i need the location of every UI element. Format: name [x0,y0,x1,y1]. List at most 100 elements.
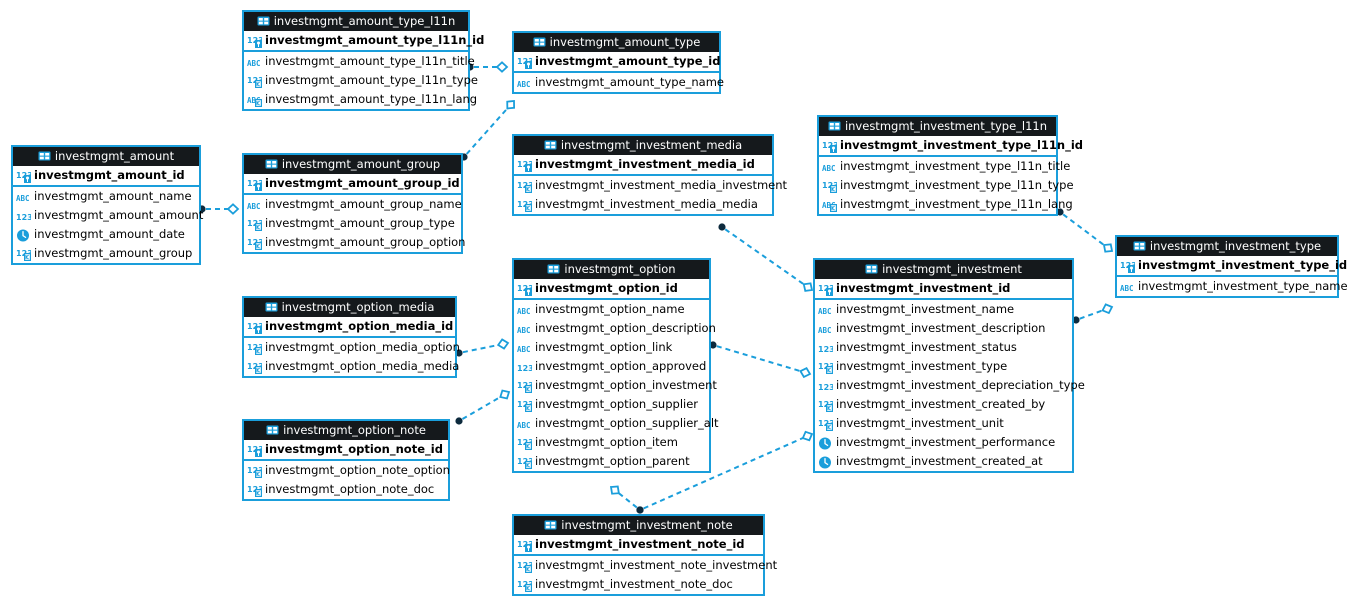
entity-investmgmt_option_media[interactable]: investmgmt_option_media123investmgmt_opt… [242,296,460,378]
entity-investmgmt_amount[interactable]: investmgmt_amount123investmgmt_amount_id… [11,145,203,265]
entity-name: investmgmt_investment [882,262,1022,276]
entity-header-investmgmt_amount_type[interactable]: investmgmt_amount_type [514,33,719,52]
field-label: investmgmt_investment_media_investment [535,178,788,192]
entity-header-investmgmt_amount_group[interactable]: investmgmt_amount_group [244,155,461,174]
attribute-field[interactable]: investmgmt_investment_performance [815,433,1072,452]
field-label: investmgmt_investment_name [836,302,1015,316]
relationship-investmgmt_option_note-to-investmgmt_option[interactable] [455,389,511,425]
field-label: investmgmt_option_description [535,321,716,335]
entity-header-investmgmt_investment[interactable]: investmgmt_investment [815,260,1072,279]
attributes-section: 123investmgmt_option_media_option123inve… [244,338,460,376]
entity-investmgmt_investment_type[interactable]: investmgmt_investment_type123investmgmt_… [1115,235,1348,298]
entity-investmgmt_investment_note[interactable]: investmgmt_investment_note123investmgmt_… [512,514,777,596]
number-icon: 123 [16,209,33,223]
entity-header-investmgmt_option_note[interactable]: investmgmt_option_note [244,421,448,440]
entity-header-investmgmt_amount[interactable]: investmgmt_amount [13,147,199,166]
entity-investmgmt_amount_group[interactable]: investmgmt_amount_group123investmgmt_amo… [242,153,465,254]
relationship-investmgmt_investment-to-investmgmt_investment_type[interactable] [1072,303,1114,324]
entity-header-investmgmt_option_media[interactable]: investmgmt_option_media [244,298,455,317]
entity-investmgmt_amount_type[interactable]: investmgmt_amount_type123investmgmt_amou… [512,31,724,94]
relationship-investmgmt_investment_media-to-investmgmt_investment[interactable] [718,223,814,292]
entity-header-investmgmt_investment_note[interactable]: investmgmt_investment_note [514,516,763,535]
table-icon [544,138,557,157]
entity-investmgmt_investment[interactable]: investmgmt_investment 123investmgmt_inves… [813,258,1085,473]
relationship-investmgmt_investment_note-to-investmgmt_option[interactable] [609,485,644,514]
attributes-section: ABCinvestmgmt_amount_group_name123invest… [244,195,465,252]
relationship-investmgmt_option-to-investmgmt_investment[interactable] [709,341,812,379]
attribute-field[interactable]: investmgmt_amount_date [13,225,199,244]
attribute-field[interactable]: investmgmt_investment_created_at [815,452,1072,471]
entity-investmgmt_investment_media[interactable]: investmgmt_investment_media123investmgmt… [512,134,787,216]
relationship-investmgmt_amount-to-investmgmt_amount_group[interactable] [198,203,240,215]
foreign-key-number-icon: 123 [517,455,534,469]
entity-investmgmt_amount_type_l11n[interactable]: investmgmt_amount_type_l11n123investmgmt… [242,10,484,111]
entity-header-investmgmt_investment_type_l11n[interactable]: investmgmt_investment_type_l11n [819,117,1056,136]
attribute-field[interactable]: 123investmgmt_investment_media_investmen… [514,176,787,195]
field-label: investmgmt_option_note_doc [265,482,435,496]
relationship-investmgmt_investment_type_l11n-to-investmgmt_investment_type[interactable] [1056,208,1114,253]
field-label: investmgmt_option_supplier [535,397,699,411]
abc-text-icon: ABC [517,76,532,90]
entity-investmgmt_option[interactable]: investmgmt_option123investmgmt_option_id… [512,258,719,473]
entity-investmgmt_investment_type_l11n[interactable]: investmgmt_investment_type_l11n123invest… [817,115,1083,216]
entity-investmgmt_option_note[interactable]: investmgmt_option_note123investmgmt_opti… [242,419,450,501]
field-label: investmgmt_option_parent [535,454,690,468]
relationship-investmgmt_option_media-to-investmgmt_option[interactable] [455,338,510,357]
primary-key-number-icon: 123 [1120,259,1137,273]
entity-header-investmgmt_option[interactable]: investmgmt_option [514,260,709,279]
entity-header-investmgmt_investment_media[interactable]: investmgmt_investment_media [514,136,772,155]
entity-header-investmgmt_investment_type[interactable]: investmgmt_investment_type [1117,237,1337,256]
entity-header-investmgmt_amount_type_l11n[interactable]: investmgmt_amount_type_l11n [244,12,468,31]
